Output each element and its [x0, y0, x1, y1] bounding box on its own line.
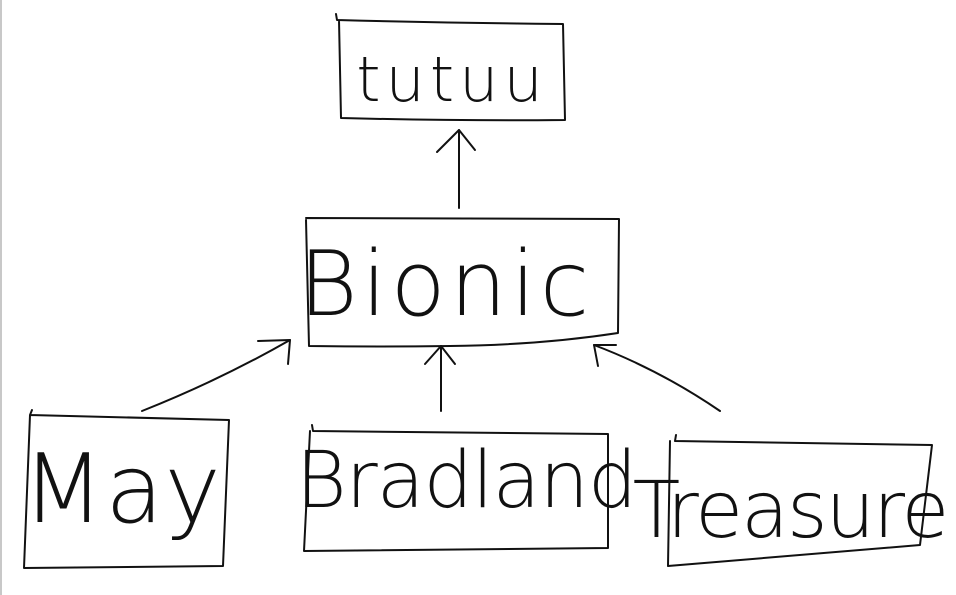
edge-treasure-to-bionic-head [593, 344, 617, 367]
edge-may-to-bionic-head [257, 339, 291, 365]
node-bradland: Bradland [296, 424, 637, 552]
edge-treasure-to-bionic [593, 344, 721, 412]
node-bionic-label: Bionic [299, 232, 594, 337]
node-bionic: Bionic [299, 217, 620, 348]
edge-may-to-bionic-shaft [141, 339, 291, 412]
edge-bionic-to-tutuu [436, 129, 476, 209]
edge-treasure-to-bionic-shaft [593, 344, 721, 412]
edge-bradland-to-bionic [424, 345, 456, 412]
node-tutuu-label: tutuu [356, 43, 548, 116]
node-treasure-box [667, 434, 933, 567]
node-bionic-box [305, 217, 620, 348]
edge-bionic-to-tutuu-head [436, 129, 476, 153]
node-tutuu-box [335, 13, 566, 122]
node-may-box [23, 409, 230, 569]
node-treasure: Treasure [633, 434, 949, 567]
edge-may-to-bionic [141, 339, 291, 412]
node-tutuu: tutuu [335, 13, 566, 122]
node-may: May [22, 409, 230, 569]
canvas-left-border [0, 0, 2, 595]
node-treasure-label: Treasure [633, 466, 948, 556]
edge-bradland-to-bionic-head [424, 345, 456, 365]
node-bradland-label: Bradland [296, 436, 637, 526]
node-may-label: May [22, 435, 221, 545]
node-bradland-box [303, 424, 609, 552]
